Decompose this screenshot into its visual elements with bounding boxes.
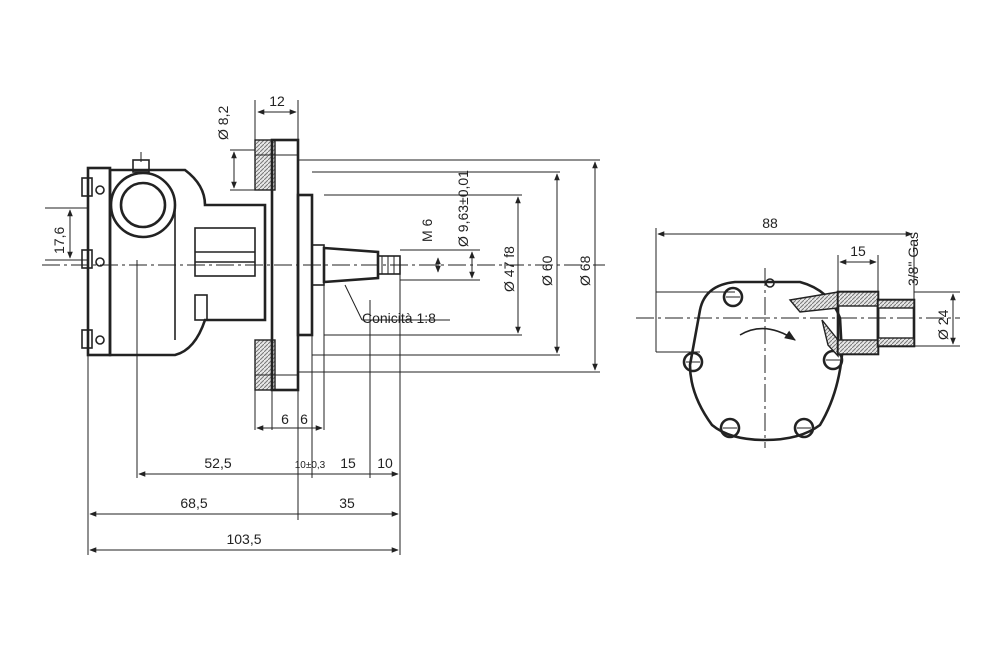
side-dim-d24: Ø 24 [935,309,951,340]
dim-10-03: 10±0,3 [295,460,326,471]
side-dim-gas: 3/8" Gas [905,232,921,286]
dim-6b: 6 [300,411,308,427]
dim-10: 10 [377,455,393,471]
dim-52-5: 52,5 [204,455,231,471]
side-dim-88: 88 [762,215,778,231]
dim-12: 12 [269,93,285,109]
side-view: 88 15 3/8" Gas Ø 24 [636,215,960,448]
dim-d68: Ø 68 [577,255,593,286]
pump-body [108,168,267,357]
side-dimension-lines [655,228,960,353]
cover-bolts [81,177,105,349]
dim-17-6: 17,6 [51,227,67,254]
dim-35: 35 [339,495,355,511]
dim-d9-63: Ø 9,63±0,01 [455,170,471,247]
dim-d47: Ø 47 f8 [501,246,517,292]
dim-d8-2: Ø 8,2 [215,106,231,140]
extension-lines [45,100,600,555]
side-dim-15: 15 [850,243,866,259]
dimension-lines [67,109,598,553]
outlet-port [836,290,916,356]
outlet-channel-low [821,319,839,358]
pump-shaft [322,246,401,284]
dim-taper: Conicità 1:8 [362,310,436,326]
dim-6a: 6 [281,411,289,427]
inlet-port [109,152,177,239]
side-body [688,280,844,442]
dim-103-5: 103,5 [226,531,261,547]
dim-68-5: 68,5 [180,495,207,511]
dim-d60: Ø 60 [539,255,555,286]
front-view: Ø 8,2 12 Ø 9,63±0,01 M 6 Ø 47 f8 Ø 60 Ø … [42,93,605,555]
dim-15: 15 [340,455,356,471]
dim-m6: M 6 [419,218,435,242]
outlet-channel-top [788,291,839,313]
rotation-arrow [739,327,796,341]
